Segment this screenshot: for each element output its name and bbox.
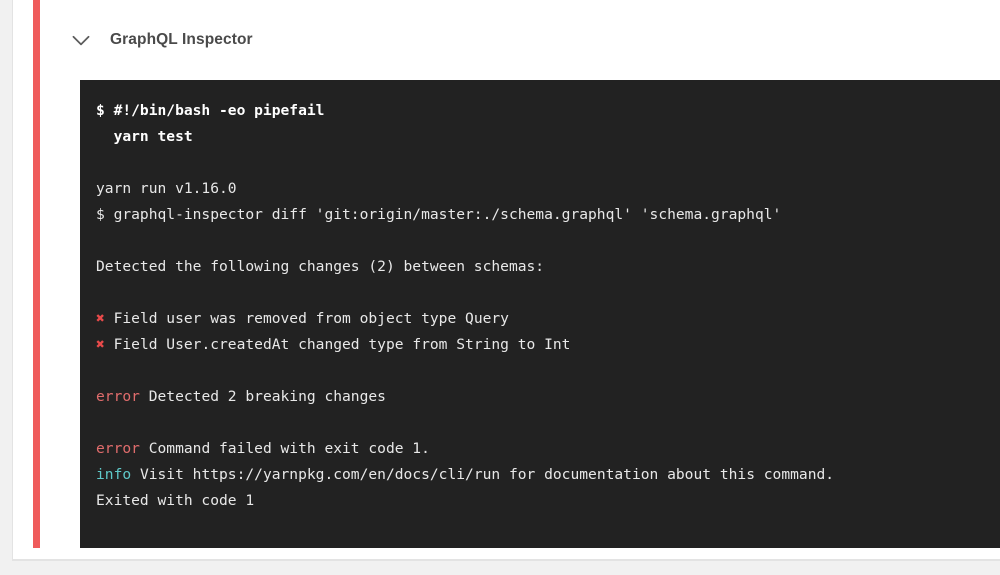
log-level-info: info bbox=[96, 466, 132, 483]
log-line: yarn run v1.16.0 bbox=[96, 180, 237, 197]
log-level-error: error bbox=[96, 388, 140, 405]
log-line: error Command failed with exit code 1. bbox=[96, 436, 1000, 462]
card-divider bbox=[13, 559, 1000, 560]
log-line: Detected the following changes (2) betwe… bbox=[96, 258, 545, 275]
step-header[interactable]: GraphQL Inspector bbox=[40, 0, 1000, 80]
failure-accent-bar bbox=[33, 0, 40, 548]
log-line bbox=[96, 358, 1000, 384]
breaking-change-cross-icon: ✖ bbox=[96, 336, 105, 353]
build-step-card: GraphQL Inspector $ #!/bin/bash -eo pipe… bbox=[12, 0, 1000, 561]
card-inner: GraphQL Inspector $ #!/bin/bash -eo pipe… bbox=[40, 0, 1000, 560]
log-line: info Visit https://yarnpkg.com/en/docs/c… bbox=[96, 462, 1000, 488]
log-line bbox=[96, 410, 1000, 436]
log-line: error Detected 2 breaking changes bbox=[96, 384, 1000, 410]
log-level-error: error bbox=[96, 440, 140, 457]
log-line bbox=[96, 228, 1000, 254]
chevron-down-icon[interactable] bbox=[68, 27, 94, 53]
log-line bbox=[96, 280, 1000, 306]
log-line: ✖ Field User.createdAt changed type from… bbox=[96, 332, 1000, 358]
breaking-change-cross-icon: ✖ bbox=[96, 310, 105, 327]
log-line-text: Detected 2 breaking changes bbox=[139, 388, 386, 405]
log-line-text: Visit https://yarnpkg.com/en/docs/cli/ru… bbox=[131, 466, 835, 483]
log-line: Exited with code 1 bbox=[96, 492, 255, 509]
log-line-text: Field user was removed from object type … bbox=[104, 310, 509, 327]
log-line: yarn test bbox=[96, 128, 193, 145]
log-line-text: Field User.createdAt changed type from S… bbox=[104, 336, 571, 353]
log-line: ✖ Field user was removed from object typ… bbox=[96, 306, 1000, 332]
log-line bbox=[96, 150, 1000, 176]
page-title: GraphQL Inspector bbox=[110, 31, 253, 48]
log-line-text: Command failed with exit code 1. bbox=[139, 440, 430, 457]
log-line: $ graphql-inspector diff 'git:origin/mas… bbox=[96, 206, 782, 223]
terminal-log-output[interactable]: $ #!/bin/bash -eo pipefail yarn test yar… bbox=[80, 80, 1000, 548]
log-line: $ #!/bin/bash -eo pipefail bbox=[96, 102, 325, 119]
